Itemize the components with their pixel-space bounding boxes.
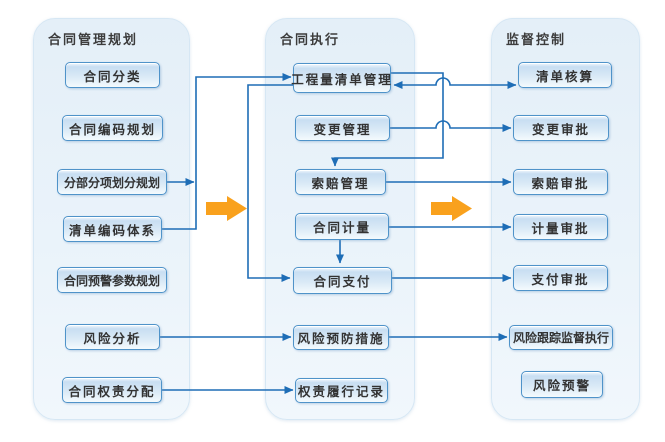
- node-risk-tracking-supervision: 风险跟踪监督执行: [509, 325, 613, 350]
- panel-title-contract-execution: 合同执行: [280, 33, 341, 48]
- stage-flow-arrow-icon-1: [206, 196, 247, 221]
- node-contract-measurement: 合同计量: [295, 213, 389, 240]
- node-contract-coding-plan: 合同编码规划: [62, 115, 163, 141]
- node-contract-warning-params: 合同预警参数规划: [57, 267, 167, 293]
- node-contract-classification: 合同分类: [65, 62, 160, 88]
- node-risk-warning: 风险预警: [521, 371, 603, 398]
- node-duty-performance-record: 权责履行记录: [295, 378, 388, 403]
- node-risk-analysis: 风险分析: [65, 324, 160, 350]
- node-risk-prevention-measures: 风险预防措施: [293, 325, 389, 350]
- node-division-subitem-plan: 分部分项划分规划: [57, 169, 167, 195]
- panel-title-supervision-control: 监督控制: [506, 33, 567, 48]
- node-payment-approval: 支付审批: [513, 265, 608, 291]
- node-contract-duty-allocation: 合同权责分配: [62, 377, 162, 403]
- node-change-approval: 变更审批: [513, 115, 609, 141]
- node-boq-management: 工程量清单管理: [291, 63, 391, 93]
- node-contract-payment: 合同支付: [293, 267, 392, 294]
- stage-flow-arrow-icon-2: [431, 196, 472, 221]
- node-change-management: 变更管理: [295, 115, 390, 141]
- node-list-accounting: 清单核算: [518, 62, 612, 88]
- node-claim-approval: 索赔审批: [513, 169, 608, 195]
- node-list-coding-system: 清单编码体系: [63, 216, 162, 242]
- panel-title-contract-planning: 合同管理规划: [48, 33, 139, 48]
- node-claim-management: 索赔管理: [295, 169, 386, 195]
- node-measurement-approval: 计量审批: [513, 214, 608, 240]
